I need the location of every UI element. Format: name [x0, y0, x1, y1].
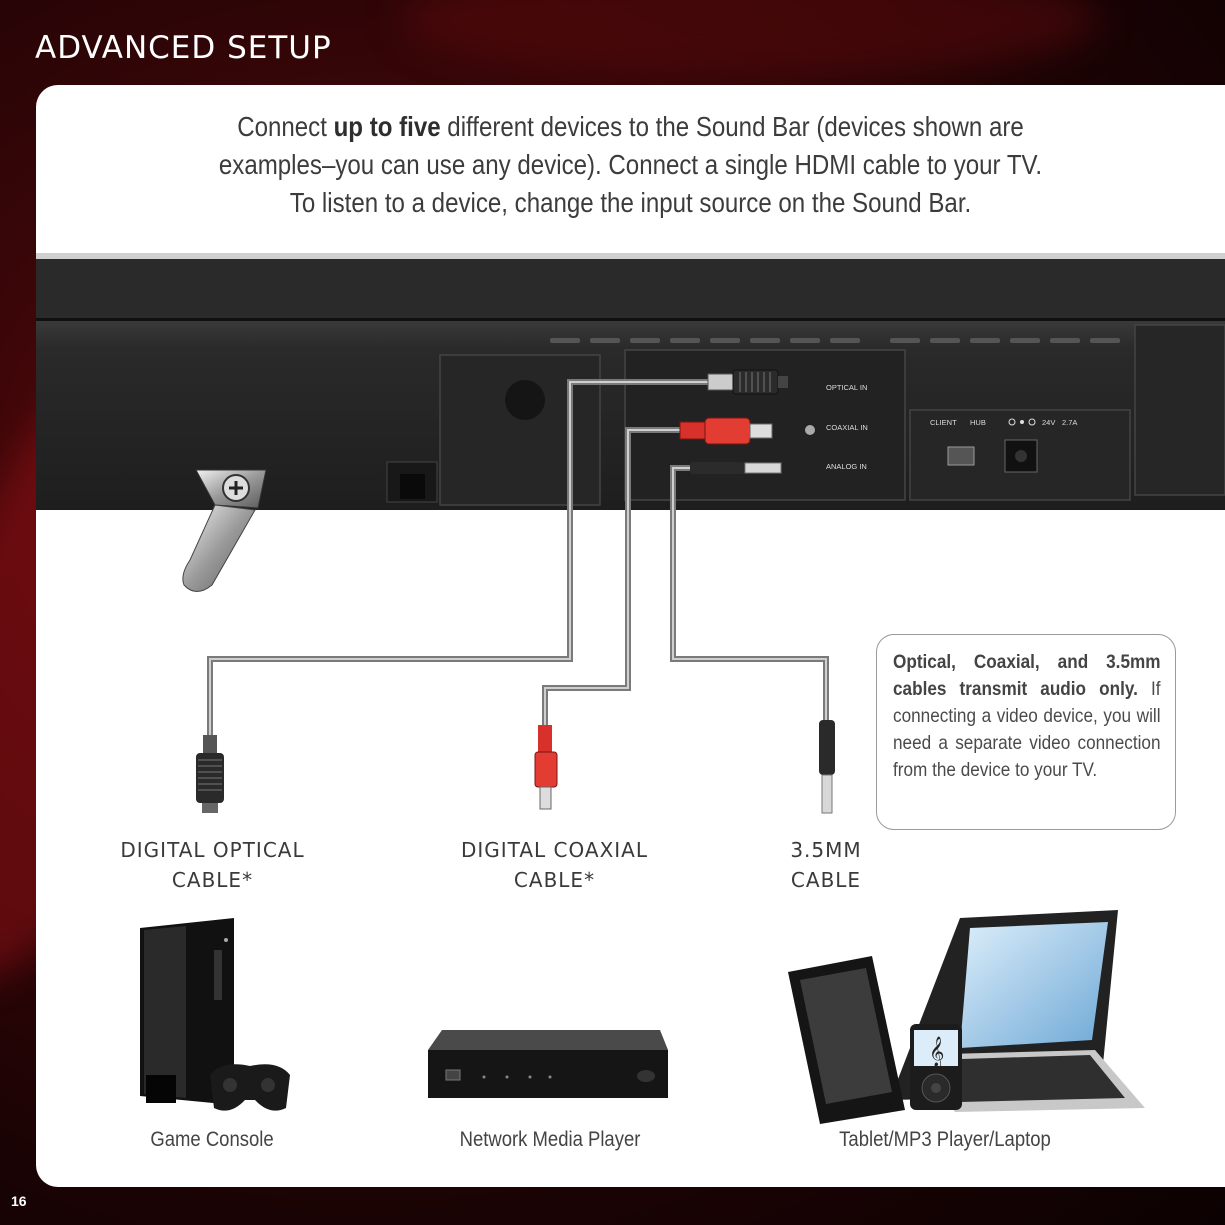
label-3-5mm-cable: 3.5MM CABLE — [766, 835, 886, 895]
switch-label-client: CLIENT — [930, 418, 957, 427]
mm-label-line2: CABLE — [790, 868, 862, 892]
optical-plug-end — [196, 735, 224, 813]
mm-label-line1: 3.5MM — [790, 838, 862, 862]
port-label-analog: ANALOG IN — [826, 462, 867, 471]
coaxial-label-line2: CABLE* — [513, 868, 596, 892]
cable-routes-highlight — [209, 381, 827, 740]
note-bold-text: Optical, Coaxial, and 3.5mm cables trans… — [893, 651, 1161, 700]
power-label-volt: 24V — [1042, 418, 1055, 427]
caption-tablet-mp3-laptop: Tablet/MP3 Player/Laptop — [839, 1128, 1051, 1151]
svg-text:𝄞: 𝄞 — [929, 1036, 944, 1068]
port-label-coaxial: COAXIAL IN — [826, 423, 868, 432]
intro-emphasis: up to five — [333, 111, 441, 142]
game-console-image — [140, 918, 290, 1111]
port-label-optical: OPTICAL IN — [826, 383, 867, 392]
intro-line3: To listen to a device, change the input … — [289, 187, 972, 218]
section-title: ADVANCED SETUP — [35, 30, 332, 66]
caption-network-media-player: Network Media Player — [459, 1128, 641, 1151]
power-label-amp: 2.7A — [1062, 418, 1077, 427]
tablet-laptop-image: 𝄞 — [788, 910, 1145, 1124]
intro-line2: examples–you can use any device). Connec… — [218, 149, 1043, 180]
media-player-image — [428, 1030, 668, 1098]
caption-game-console: Game Console — [150, 1128, 274, 1151]
intro-text: Connect up to five different devices to … — [119, 108, 1142, 222]
label-digital-optical-cable: DIGITAL OPTICAL CABLE* — [100, 835, 325, 895]
mm-plug-end — [819, 720, 835, 814]
switch-label-hub: HUB — [970, 418, 986, 427]
coaxial-label-line1: DIGITAL COAXIAL — [460, 838, 648, 862]
optical-label-line2: CABLE* — [171, 868, 254, 892]
page-number: 16 — [11, 1193, 27, 1209]
intro-line1-start: Connect — [237, 111, 334, 142]
audio-only-note: Optical, Coaxial, and 3.5mm cables trans… — [876, 634, 1176, 830]
coaxial-plug-end — [534, 725, 558, 810]
optical-plug-bar — [707, 369, 788, 395]
note-body-text: If connecting a video device, you will n… — [893, 678, 1161, 781]
intro-line1-end: different devices to the Sound Bar (devi… — [440, 111, 1024, 142]
wall-mount-stand — [182, 469, 267, 592]
optical-label-line1: DIGITAL OPTICAL — [120, 838, 305, 862]
mm-plug-bar — [690, 462, 782, 474]
coaxial-plug-bar — [679, 417, 773, 445]
label-digital-coaxial-cable: DIGITAL COAXIAL CABLE* — [442, 835, 667, 895]
